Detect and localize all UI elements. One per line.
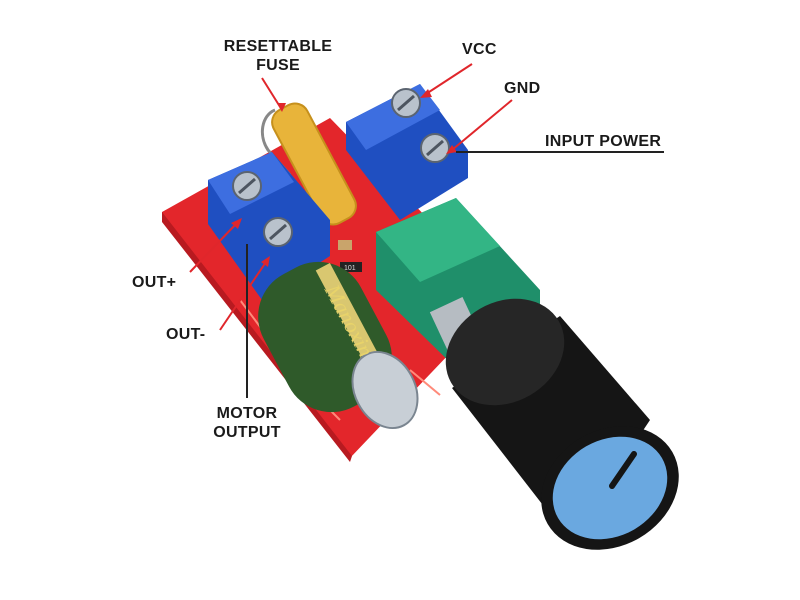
potentiometer-knob bbox=[445, 298, 679, 550]
out-minus-callout-line bbox=[219, 261, 267, 331]
out-plus-callout-arrow bbox=[231, 218, 242, 229]
out-plus-callout-line bbox=[189, 223, 237, 273]
label-vcc: VCC bbox=[462, 41, 497, 58]
label-fuse-line2: FUSE bbox=[256, 57, 300, 74]
output-terminal-block bbox=[208, 152, 330, 300]
label-gnd: GND bbox=[504, 80, 541, 97]
vcc-callout-arrow bbox=[420, 89, 432, 98]
fuse-lead bbox=[260, 108, 292, 176]
fuse-callout-arrow bbox=[277, 103, 286, 112]
label-motor-line2: OUTPUT bbox=[213, 424, 281, 441]
electrolytic-capacitor: Manoxin bbox=[258, 261, 419, 430]
input-terminal-block bbox=[346, 84, 468, 220]
gnd-callout-line bbox=[451, 99, 513, 151]
label-out-plus: OUT+ bbox=[132, 274, 177, 291]
label-motor-output: MOTOR OUTPUT bbox=[201, 404, 293, 442]
smd-resistor bbox=[340, 262, 362, 272]
label-input-power: INPUT POWER bbox=[545, 133, 662, 150]
vcc-callout-line bbox=[425, 63, 473, 95]
out-minus-callout-arrow bbox=[261, 256, 270, 267]
smd-capacitor bbox=[338, 240, 352, 250]
gnd-callout-arrow bbox=[446, 145, 457, 154]
label-fuse-line1: RESETTABLE bbox=[223, 38, 333, 55]
label-motor-line1: MOTOR bbox=[216, 405, 278, 422]
label-out-minus: OUT- bbox=[166, 326, 206, 343]
pcb-trace bbox=[409, 369, 441, 396]
resistor-code: 101 bbox=[344, 265, 356, 272]
label-resettable-fuse: RESETTABLE FUSE bbox=[214, 37, 342, 75]
